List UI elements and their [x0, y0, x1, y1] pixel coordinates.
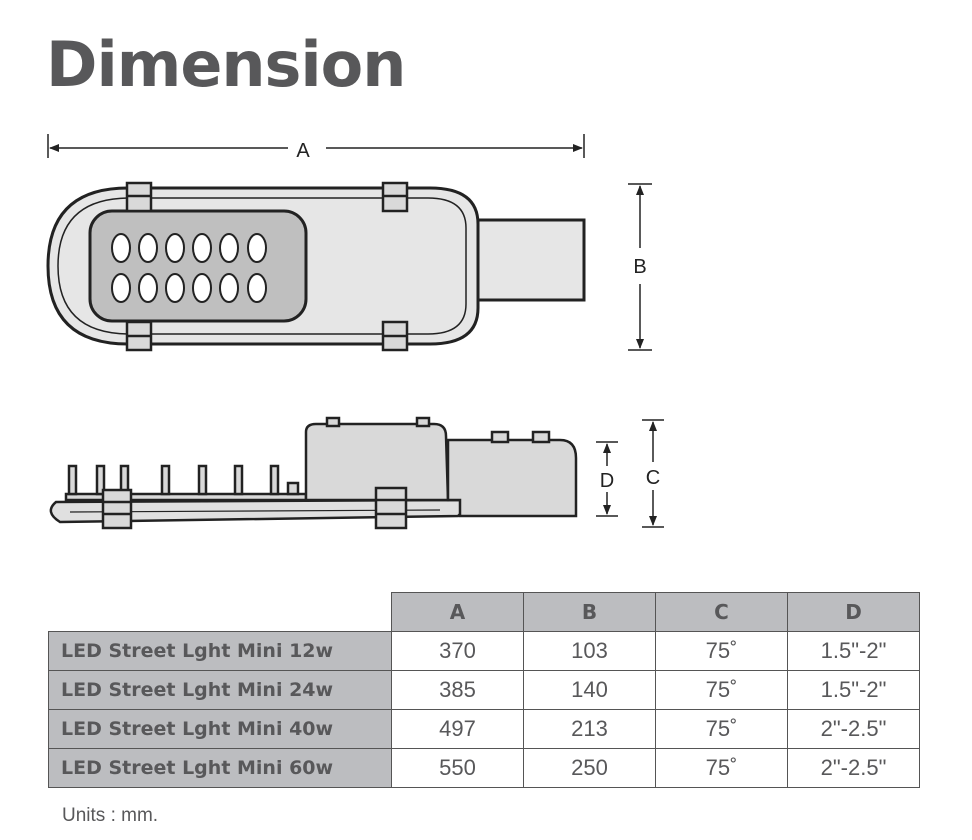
heat-sink-fins: [67, 464, 300, 496]
value-d-cell: 1.5"-2": [787, 670, 920, 710]
dimension-b-label: B: [633, 256, 646, 278]
value-b-cell: 213: [523, 709, 656, 749]
led-lens-array: [111, 233, 267, 303]
value-b-cell: 250: [523, 748, 656, 788]
value-b-cell: 140: [523, 670, 656, 710]
value-a-cell: 385: [391, 670, 524, 710]
table-header-row: A B C D: [48, 592, 920, 632]
value-c-cell: 75˚: [655, 631, 788, 671]
value-a-cell: 550: [391, 748, 524, 788]
dimension-a-label: A: [296, 140, 310, 162]
units-note: Units : mm.: [62, 805, 159, 826]
dimension-a: A: [47, 134, 585, 162]
value-a-cell: 370: [391, 631, 524, 671]
column-header-c: C: [655, 592, 788, 632]
model-name-cell: LED Street Lght Mini 12w: [48, 631, 392, 671]
dimension-b: B: [628, 183, 652, 351]
table-corner-cell: [48, 592, 392, 632]
value-c-cell: 75˚: [655, 670, 788, 710]
value-a-cell: 497: [391, 709, 524, 749]
value-c-cell: 75˚: [655, 748, 788, 788]
dimension-c-label: C: [646, 467, 660, 489]
dimension-d: D: [596, 441, 618, 517]
table-row: LED Street Lght Mini 40w 497 213 75˚ 2"-…: [48, 709, 920, 749]
dimension-table: A B C D LED Street Lght Mini 12w 370 103…: [48, 592, 920, 788]
mounting-clips: [125, 181, 409, 352]
value-b-cell: 103: [523, 631, 656, 671]
dimension-c: C: [642, 419, 664, 528]
value-d-cell: 1.5"-2": [787, 631, 920, 671]
side-view: [49, 416, 578, 530]
column-header-b: B: [523, 592, 656, 632]
model-name-cell: LED Street Lght Mini 40w: [48, 709, 392, 749]
column-header-d: D: [787, 592, 920, 632]
model-name-cell: LED Street Lght Mini 60w: [48, 748, 392, 788]
top-view: [46, 181, 586, 352]
table-row: LED Street Lght Mini 60w 550 250 75˚ 2"-…: [48, 748, 920, 788]
dimension-d-label: D: [600, 470, 614, 492]
column-header-a: A: [391, 592, 524, 632]
table-row: LED Street Lght Mini 24w 385 140 75˚ 1.5…: [48, 670, 920, 710]
value-d-cell: 2"-2.5": [787, 748, 920, 788]
value-c-cell: 75˚: [655, 709, 788, 749]
value-d-cell: 2"-2.5": [787, 709, 920, 749]
model-name-cell: LED Street Lght Mini 24w: [48, 670, 392, 710]
dimension-drawing: A: [46, 134, 664, 530]
page-title: Dimension: [46, 28, 406, 101]
table-row: LED Street Lght Mini 12w 370 103 75˚ 1.5…: [48, 631, 920, 671]
